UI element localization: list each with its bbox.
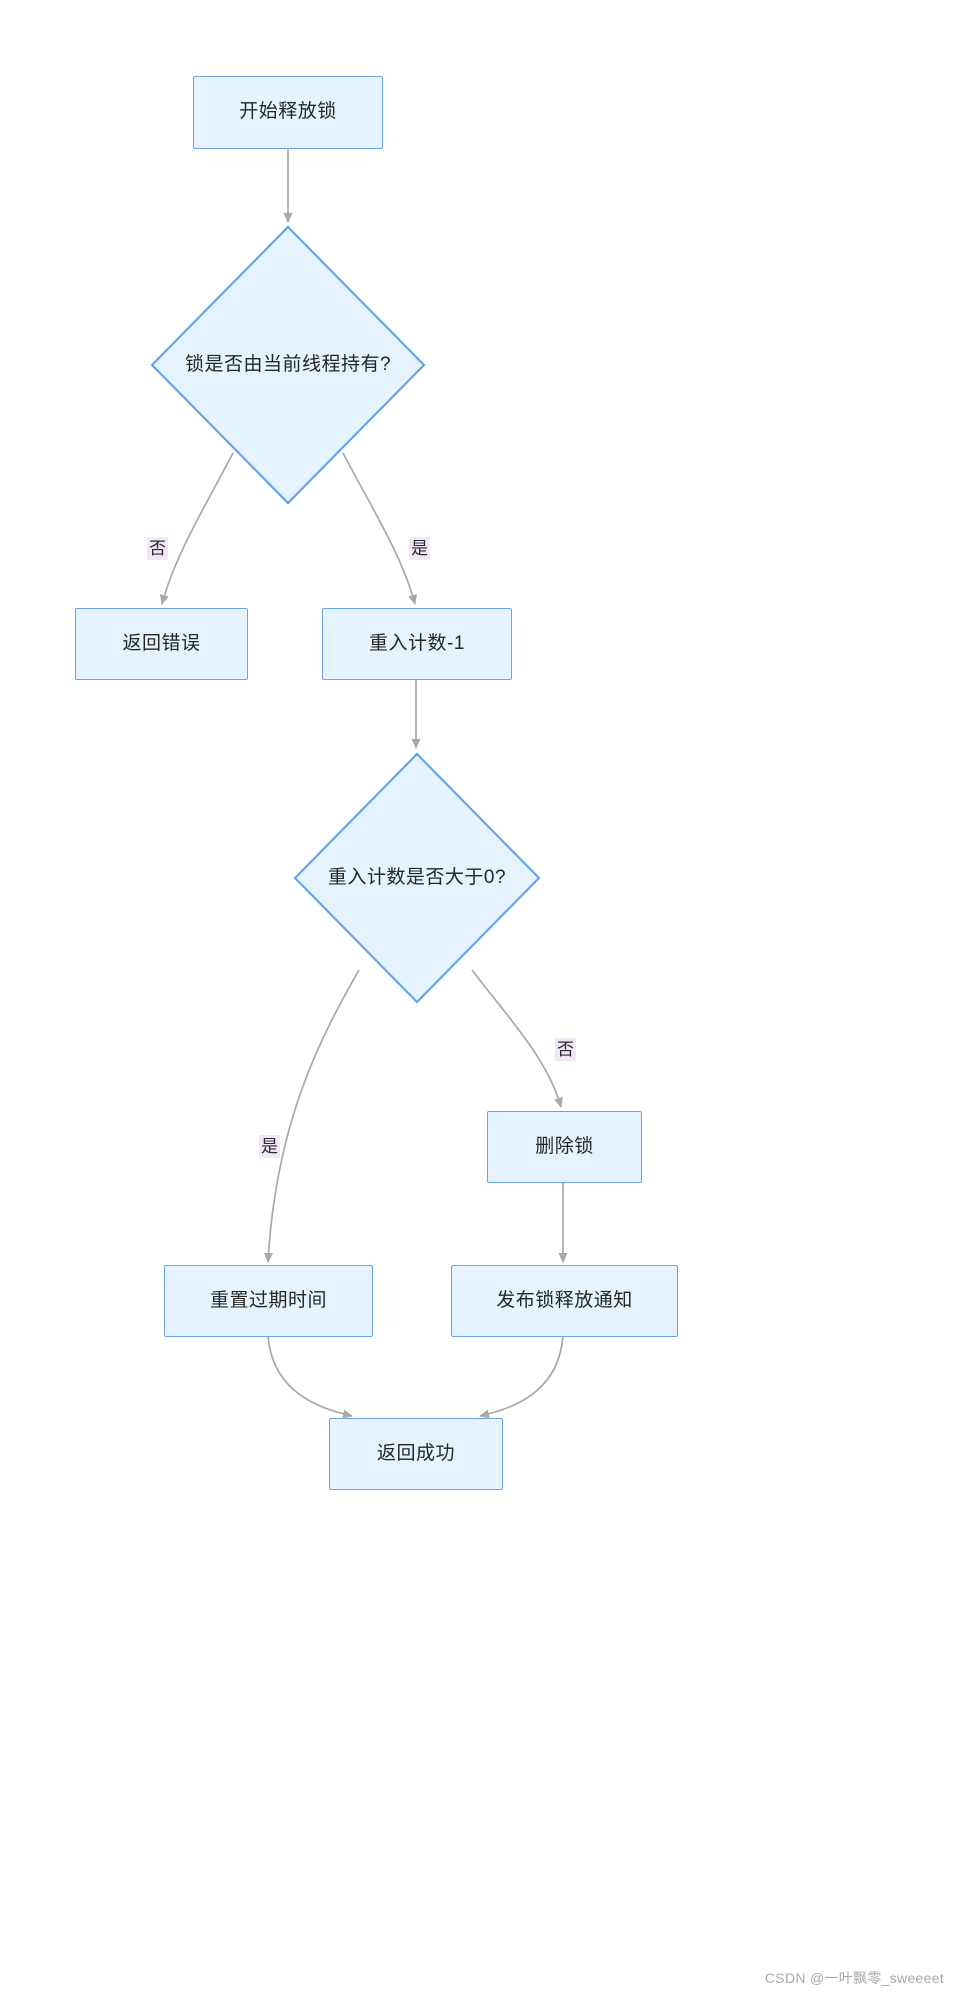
- node-start-label: 开始释放锁: [239, 101, 337, 123]
- watermark-text: CSDN @一叶飘零_sweeeet: [764, 1970, 944, 1986]
- node-return-error-label: 返回错误: [122, 632, 201, 654]
- node-delete-lock-label: 删除锁: [535, 1135, 594, 1157]
- edge-resetttl-to-success: [267, 1335, 353, 1419]
- diamond-shape: [150, 225, 426, 505]
- node-return-success[interactable]: 返回成功: [329, 1418, 503, 1490]
- node-lock-held-decision[interactable]: 锁是否由当前线程持有?: [150, 225, 426, 505]
- watermark: CSDN @一叶飘零_sweeeet: [765, 1968, 944, 1988]
- node-reset-expiry[interactable]: 重置过期时间: [164, 1265, 373, 1337]
- edge-label-gtzero-no-text: 否: [557, 1040, 574, 1059]
- edge-label-gtzero-yes: 是: [259, 1135, 280, 1158]
- edge-publish-to-success: [479, 1335, 564, 1419]
- edge-label-held-no: 否: [147, 537, 168, 560]
- node-start[interactable]: 开始释放锁: [193, 76, 383, 149]
- node-decrement-count[interactable]: 重入计数-1: [322, 608, 512, 680]
- node-return-success-label: 返回成功: [376, 1442, 455, 1464]
- node-lock-held-label: 锁是否由当前线程持有?: [184, 353, 392, 375]
- edge-label-held-no-text: 否: [149, 539, 166, 558]
- edge-label-held-yes-text: 是: [411, 539, 428, 558]
- node-publish-release-notice-label: 发布锁释放通知: [496, 1289, 633, 1311]
- edge-label-gtzero-no: 否: [555, 1038, 576, 1061]
- edge-label-gtzero-yes-text: 是: [261, 1137, 278, 1156]
- node-count-gt-zero-decision[interactable]: 重入计数是否大于0?: [293, 752, 541, 1004]
- edge-label-held-yes: 是: [409, 537, 430, 560]
- node-delete-lock[interactable]: 删除锁: [487, 1111, 642, 1183]
- node-publish-release-notice[interactable]: 发布锁释放通知: [451, 1265, 678, 1337]
- node-reset-expiry-label: 重置过期时间: [209, 1289, 327, 1311]
- node-decrement-count-label: 重入计数-1: [369, 632, 465, 654]
- node-count-gt-zero-label: 重入计数是否大于0?: [327, 866, 507, 888]
- edge-gtzero-to-resetttl: [264, 969, 360, 1263]
- node-return-error[interactable]: 返回错误: [75, 608, 248, 680]
- diamond-shape: [293, 752, 541, 1004]
